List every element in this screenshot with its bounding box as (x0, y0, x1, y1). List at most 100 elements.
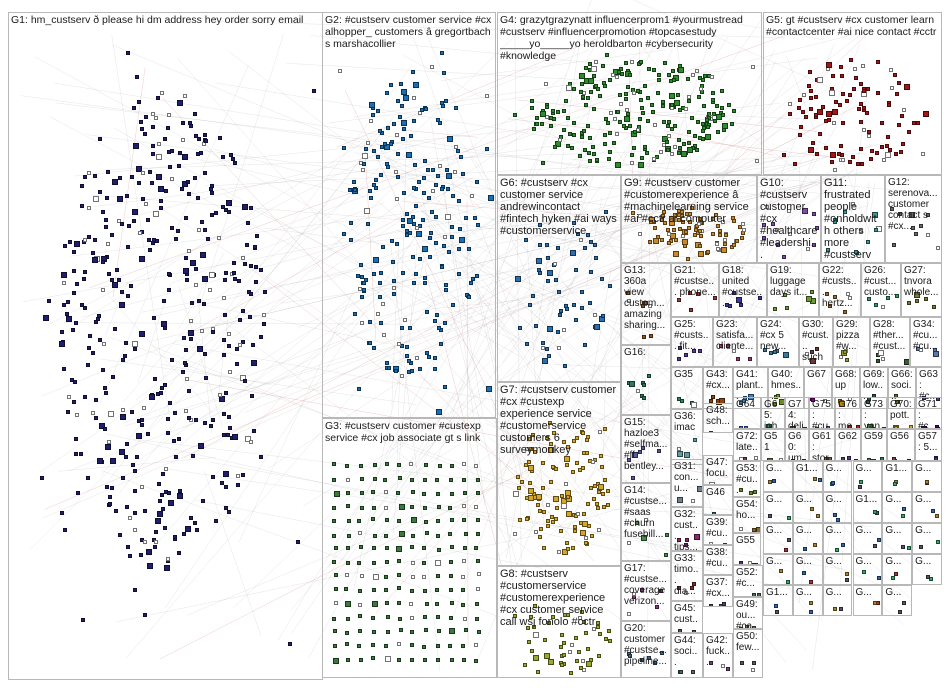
group-tiny[interactable]: G... (853, 585, 883, 616)
group-g71[interactable]: G71: #c... (915, 397, 942, 429)
group-tiny[interactable]: G... (823, 554, 853, 585)
group-g27[interactable]: G27: tnvora whole... (901, 263, 942, 317)
group-g55[interactable]: G55 (733, 533, 761, 565)
group-g73[interactable]: G73: yan... (861, 397, 887, 429)
group-g47[interactable]: G47: focu... (703, 455, 733, 485)
group-g39[interactable]: G39: #cu... (703, 515, 733, 545)
group-tiny[interactable]: G... (882, 492, 912, 523)
group-tiny[interactable]: G... (823, 461, 853, 492)
group-g44[interactable]: G44: soci... (671, 633, 703, 678)
group-g15[interactable]: G15: hazloe3 #selfma... #ff bentley... (621, 415, 671, 483)
group-tiny[interactable]: G... (882, 585, 912, 616)
group-g26[interactable]: G26: #cust... custo... (861, 263, 901, 317)
group-g2[interactable]: G2: #custserv customer service #cx alhop… (322, 12, 496, 418)
node (711, 395, 715, 399)
group-g22[interactable]: G22: #custs... hertz... (819, 263, 861, 317)
group-g76[interactable]: G76: me... (835, 397, 861, 429)
group-tiny[interactable]: G... (763, 523, 793, 554)
group-g25[interactable]: G25: #custs... fit... (671, 317, 713, 367)
group-g21[interactable]: G21: #custse... phone... (671, 263, 719, 317)
group-g65[interactable]: G65: joh... (761, 397, 785, 429)
group-g42[interactable]: G42: fuck... (703, 633, 733, 678)
group-tiny[interactable]: G... (912, 492, 942, 523)
group-g75[interactable]: G75: #cu... (809, 397, 835, 429)
group-g34[interactable]: G34: #cu... #cu... (910, 317, 942, 367)
group-g29[interactable]: G29: pizza #w... (833, 317, 870, 367)
group-tiny[interactable]: G... (793, 585, 823, 616)
group-tiny[interactable]: G1... (882, 461, 912, 492)
group-tiny[interactable]: G... (912, 461, 942, 492)
group-tiny[interactable]: G... (793, 523, 823, 554)
group-g36[interactable]: G36: imac (671, 409, 703, 465)
group-g35[interactable]: G35 (671, 367, 703, 409)
group-g19[interactable]: G19: luggage days it... (767, 263, 819, 317)
group-g23[interactable]: G23: satisfa... cliente... (713, 317, 757, 367)
group-g48[interactable]: G48: sch... (703, 403, 733, 433)
group-g28[interactable]: G28: #ther... #cust... (870, 317, 910, 367)
group-g3[interactable]: G3: #custserv customer #custexp service … (322, 418, 497, 678)
group-g53[interactable]: G53: #cu... (733, 461, 761, 497)
group-g72[interactable]: G72: late... (733, 429, 761, 461)
group-g4[interactable]: G4: grazytgrazynatt influencerprom1 #you… (497, 12, 762, 175)
group-tiny[interactable]: G... (882, 523, 912, 554)
group-tiny[interactable]: G... (882, 554, 912, 585)
group-g18[interactable]: G18: united #custse... (719, 263, 767, 317)
group-g16[interactable]: G16: (621, 345, 671, 415)
group-g33[interactable]: G33: timo... dia... (671, 551, 703, 601)
group-g8[interactable]: G8: #custserv #customerservice #customer… (497, 566, 621, 678)
group-g13[interactable]: G13: 360a view custom... amazing sharing… (621, 263, 671, 345)
group-tiny[interactable]: G... (853, 554, 883, 585)
group-tiny[interactable]: G... (763, 461, 793, 492)
node (722, 602, 726, 606)
group-g60[interactable]: G60: um... (785, 429, 809, 461)
group-tiny[interactable]: G... (763, 492, 793, 523)
group-g32[interactable]: G32: cust... tips... (671, 507, 703, 551)
group-g46[interactable]: G46 (703, 485, 733, 515)
group-g31[interactable]: G31: con... u... (671, 459, 703, 507)
group-g12[interactable]: G12: serenova... customer contact s #cx.… (885, 175, 942, 263)
group-g20[interactable]: G20: customer #custse... pipeline... (621, 621, 671, 678)
group-g30[interactable]: G30: #cust... such (799, 317, 833, 367)
group-g45[interactable]: G45: cust... (671, 601, 703, 633)
group-g38[interactable]: G38: #cu... (703, 545, 733, 575)
group-g54[interactable]: G54: ho... (733, 497, 761, 533)
group-g7[interactable]: G7: #custserv customer #cx #custexp expe… (497, 382, 621, 566)
group-tiny[interactable]: G1... (853, 492, 883, 523)
group-g50[interactable]: G50: few... (733, 629, 763, 678)
group-g59[interactable]: G59 (861, 429, 887, 461)
group-g17[interactable]: G17: #custse... coverage verizon... (621, 561, 671, 621)
group-tiny[interactable]: G... (823, 523, 853, 554)
group-tiny[interactable]: G... (912, 554, 942, 585)
group-g70[interactable]: G70: pott... (887, 397, 915, 429)
node (167, 272, 171, 276)
group-g49[interactable]: G49: ou... #ca... (733, 597, 763, 629)
group-tiny[interactable]: G... (763, 554, 793, 585)
group-g6[interactable]: G6: #custserv #cx customer service andre… (497, 175, 621, 382)
group-g11[interactable]: G11: frustrated people #onholdwith other… (821, 175, 885, 263)
group-tiny[interactable]: G... (823, 585, 853, 616)
group-g56[interactable]: G56 (887, 429, 915, 461)
group-g9[interactable]: G9: #custserv customer #customerexperien… (621, 175, 757, 263)
group-g64[interactable]: G64 (733, 397, 761, 429)
group-tiny[interactable]: G1... (793, 461, 823, 492)
group-tiny[interactable]: G... (853, 461, 883, 492)
group-tiny[interactable]: G... (912, 523, 942, 554)
group-tiny[interactable]: G1... (763, 585, 793, 616)
group-g5[interactable]: G5: gt #custserv #cx customer learn #con… (763, 12, 942, 175)
group-g74[interactable]: G74: deli... (785, 397, 809, 429)
group-g51[interactable]: G51 (761, 429, 785, 461)
group-tiny[interactable]: G... (853, 523, 883, 554)
group-g10[interactable]: G10: #custserv customer #cx #healthcare … (757, 175, 821, 263)
group-tiny[interactable]: G... (823, 492, 853, 523)
group-g52[interactable]: G52: #c... (733, 565, 763, 597)
group-g1[interactable]: G1: hm_custserv ð please hi dm address h… (8, 12, 323, 680)
group-tiny[interactable]: G... (793, 492, 823, 523)
group-g57[interactable]: G57: 5... (915, 429, 942, 461)
group-g24[interactable]: G24: #cx 5 new... (757, 317, 799, 367)
group-g61[interactable]: G61: stor... (809, 429, 835, 461)
group-tiny[interactable]: G... (793, 554, 823, 585)
group-g37[interactable]: G37: #cx... (703, 575, 733, 607)
group-g62[interactable]: G62 (835, 429, 861, 461)
group-g14[interactable]: G14: #custse... #saas #churn fusebill... (621, 483, 671, 561)
